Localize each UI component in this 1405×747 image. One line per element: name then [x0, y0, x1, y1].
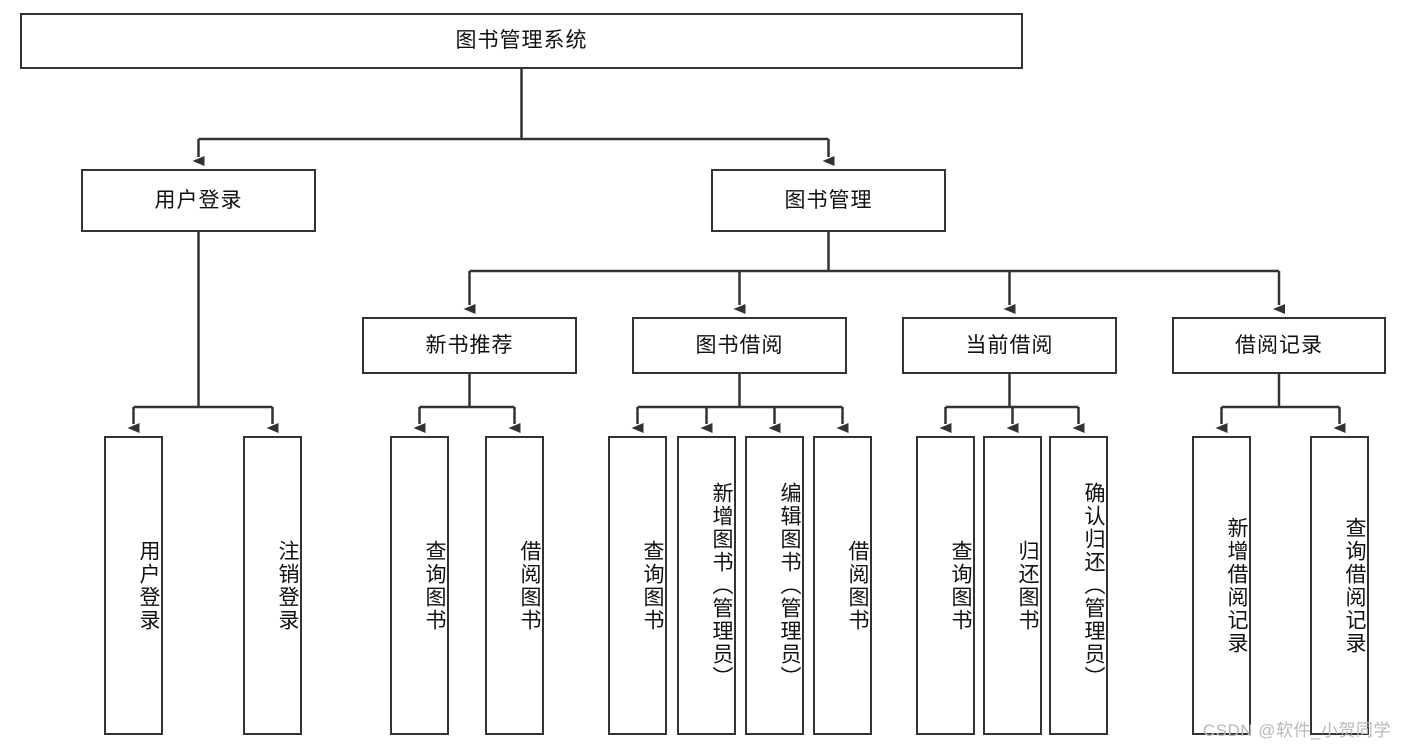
node-leaf-bb-add[interactable]: 新增图书（管理员）	[677, 436, 736, 735]
node-leaf-user-logout[interactable]: 注销登录	[243, 436, 302, 735]
node-label: 图书管理系统	[455, 29, 588, 53]
node-label: 图书管理	[784, 188, 873, 212]
node-leaf-br-add[interactable]: 新增借阅记录	[1192, 436, 1251, 735]
node-label: 用户登录	[154, 188, 243, 212]
node-borrow-record[interactable]: 借阅记录	[1172, 317, 1386, 374]
node-leaf-cb-return[interactable]: 归还图书	[983, 436, 1042, 735]
node-label: 借阅图书	[518, 539, 541, 632]
node-root[interactable]: 图书管理系统	[20, 13, 1023, 69]
node-label: 借阅记录	[1235, 333, 1323, 357]
node-book-borrow[interactable]: 图书借阅	[632, 317, 847, 374]
node-leaf-bb-borrow[interactable]: 借阅图书	[813, 436, 872, 735]
node-label: 借阅图书	[846, 539, 869, 632]
node-leaf-cb-confirm[interactable]: 确认归还（管理员）	[1049, 436, 1108, 735]
node-label: 查询图书	[423, 539, 446, 632]
node-label: 注销登录	[276, 539, 299, 632]
node-label: 查询借阅记录	[1343, 516, 1366, 655]
node-leaf-cb-query[interactable]: 查询图书	[916, 436, 975, 735]
node-leaf-bb-edit[interactable]: 编辑图书（管理员）	[745, 436, 804, 735]
node-label: 编辑图书（管理员）	[778, 482, 801, 689]
node-label: 当前借阅	[965, 333, 1054, 357]
node-label: 图书借阅	[695, 333, 784, 357]
node-current-borrow[interactable]: 当前借阅	[902, 317, 1117, 374]
node-new-book-rec[interactable]: 新书推荐	[362, 317, 577, 374]
node-leaf-user-login[interactable]: 用户登录	[104, 436, 163, 735]
node-leaf-bb-query[interactable]: 查询图书	[608, 436, 667, 735]
node-book-manage[interactable]: 图书管理	[711, 169, 946, 232]
node-leaf-br-query[interactable]: 查询借阅记录	[1310, 436, 1369, 735]
node-label: 查询图书	[949, 539, 972, 632]
node-label: 新增图书（管理员）	[710, 482, 733, 689]
node-label: 新增借阅记录	[1225, 516, 1248, 655]
node-label: 归还图书	[1016, 539, 1039, 632]
node-leaf-rec-query[interactable]: 查询图书	[390, 436, 449, 735]
node-label: 查询图书	[641, 539, 664, 632]
node-user-login[interactable]: 用户登录	[81, 169, 316, 232]
node-label: 确认归还（管理员）	[1082, 482, 1105, 689]
node-label: 新书推荐	[425, 333, 514, 357]
node-label: 用户登录	[137, 539, 160, 632]
node-leaf-rec-borrow[interactable]: 借阅图书	[485, 436, 544, 735]
connector-lines	[127, 69, 1346, 433]
